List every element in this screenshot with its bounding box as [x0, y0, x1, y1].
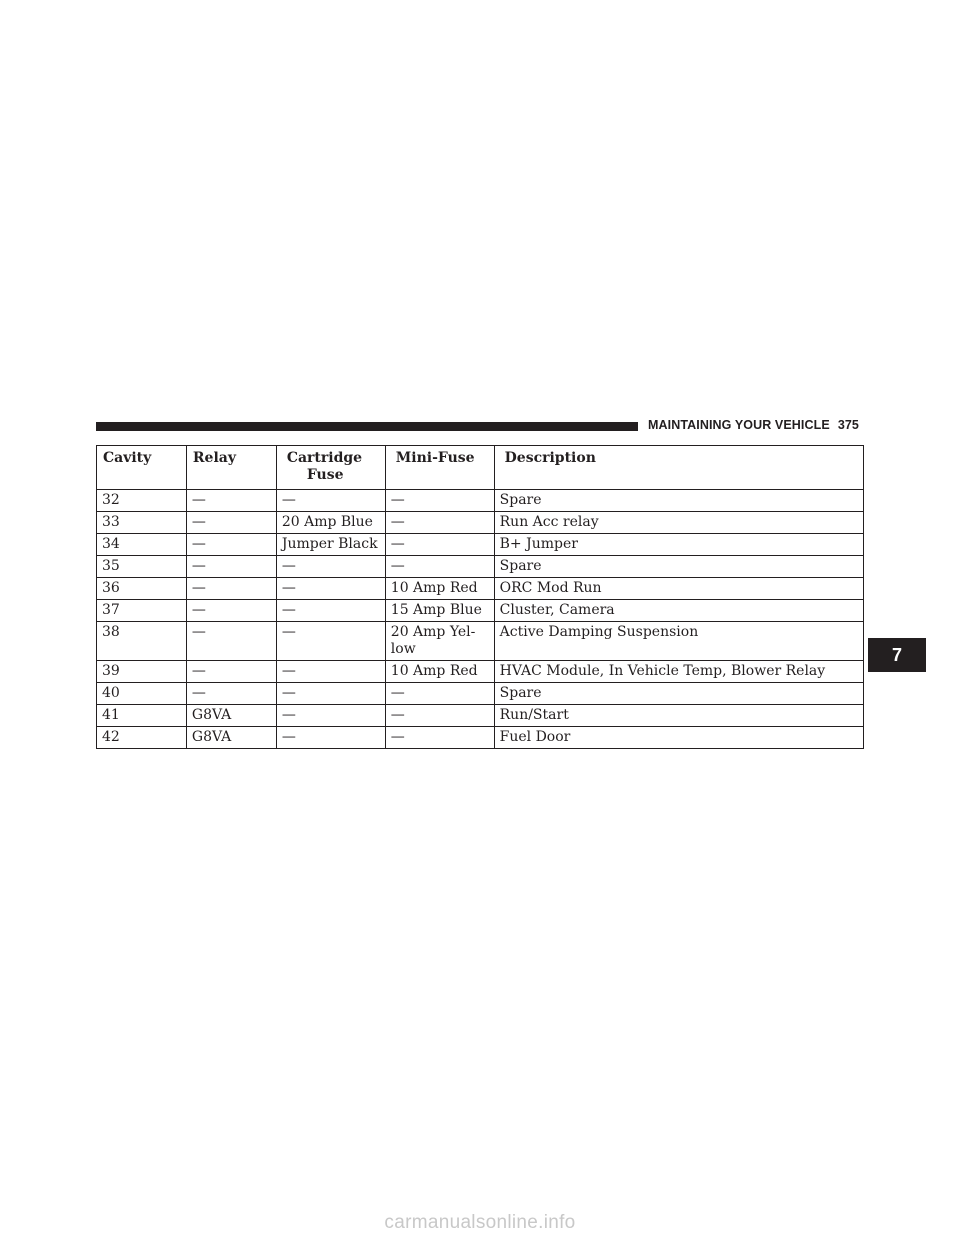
cell-description: ORC Mod Run	[493, 577, 865, 600]
column-header-description: Description	[493, 445, 865, 490]
cell-relay: —	[185, 489, 277, 512]
cell-description: Run/Start	[493, 704, 865, 727]
cell-cavity: 37	[96, 599, 187, 622]
table-row: 35———Spare	[96, 555, 865, 578]
mini-fuse-line1: —	[390, 514, 405, 530]
cell-mini-fuse: —	[384, 489, 495, 512]
cell-mini-fuse: —	[384, 533, 495, 556]
cell-relay: G8VA	[185, 726, 277, 749]
cell-cavity: 38	[96, 621, 187, 661]
cell-cartridge-fuse: 20 Amp Blue	[275, 511, 386, 534]
mini-fuse-line1: —	[390, 707, 405, 723]
cell-relay: —	[185, 533, 277, 556]
cell-cartridge-fuse: —	[275, 599, 386, 622]
table-header-row: Cavity Relay Cartridge Fuse Mini-Fuse De…	[96, 445, 865, 490]
cell-description: Cluster, Camera	[493, 599, 865, 622]
cell-mini-fuse: —	[384, 704, 495, 727]
cell-cartridge-fuse: —	[275, 704, 386, 727]
cell-relay: —	[185, 621, 277, 661]
cell-cavity: 36	[96, 577, 187, 600]
chapter-tab[interactable]: 7	[868, 638, 926, 672]
cell-description: Active Damping Suspension	[493, 621, 865, 661]
table-row: 34—Jumper Black—B+ Jumper	[96, 533, 865, 556]
cell-mini-fuse: 15 Amp Blue	[384, 599, 495, 622]
cell-description: B+ Jumper	[493, 533, 865, 556]
running-header: MAINTAINING YOUR VEHICLE 375	[648, 418, 859, 432]
cell-description: Fuel Door	[493, 726, 865, 749]
cell-description: Spare	[493, 489, 865, 512]
cell-cavity: 40	[96, 682, 187, 705]
mini-fuse-line1: 10 Amp Red	[390, 663, 478, 679]
watermark: carmanualsonline.info	[384, 1212, 576, 1233]
cell-mini-fuse: —	[384, 555, 495, 578]
cell-mini-fuse: —	[384, 511, 495, 534]
cell-relay: —	[185, 577, 277, 600]
mini-fuse-line1: —	[390, 558, 405, 574]
cell-cartridge-fuse: —	[275, 682, 386, 705]
cell-relay: —	[185, 682, 277, 705]
mini-fuse-line1: 10 Amp Red	[390, 580, 478, 596]
fuse-table: Cavity Relay Cartridge Fuse Mini-Fuse De…	[96, 445, 865, 749]
cell-cavity: 32	[96, 489, 187, 512]
cell-cartridge-fuse: —	[275, 577, 386, 600]
table-row: 40———Spare	[96, 682, 865, 705]
cell-description: HVAC Module, In Vehicle Temp, Blower Rel…	[493, 660, 865, 683]
cell-description: Spare	[493, 555, 865, 578]
cell-description: Spare	[493, 682, 865, 705]
table-row: 32———Spare	[96, 489, 865, 512]
cell-cavity: 39	[96, 660, 187, 683]
column-header-mini-fuse: Mini-Fuse	[384, 445, 495, 490]
page-number: 375	[837, 418, 859, 432]
mini-fuse-line1: 15 Amp Blue	[390, 602, 482, 618]
cell-relay: —	[185, 599, 277, 622]
cell-cavity: 33	[96, 511, 187, 534]
cell-mini-fuse: —	[384, 682, 495, 705]
cell-relay: —	[185, 555, 277, 578]
cell-relay: —	[185, 511, 277, 534]
cell-mini-fuse: 10 Amp Red	[384, 577, 495, 600]
cell-cartridge-fuse: —	[275, 489, 386, 512]
cell-cavity: 42	[96, 726, 187, 749]
cell-mini-fuse: 10 Amp Red	[384, 660, 495, 683]
mini-fuse-line1: —	[390, 536, 405, 552]
cell-cartridge-fuse: —	[275, 726, 386, 749]
table-row: 33—20 Amp Blue—Run Acc relay	[96, 511, 865, 534]
mini-fuse-line1: —	[390, 729, 405, 745]
cartridge-header-line2: Fuse	[306, 467, 344, 483]
header-rule	[96, 422, 638, 431]
section-title: MAINTAINING YOUR VEHICLE	[648, 418, 830, 432]
cell-cavity: 35	[96, 555, 187, 578]
cell-cavity: 41	[96, 704, 187, 727]
cell-mini-fuse: —	[384, 726, 495, 749]
cell-mini-fuse: 20 Amp Yel-low	[384, 621, 495, 661]
column-header-relay: Relay	[185, 445, 277, 490]
cell-cavity: 34	[96, 533, 187, 556]
mini-fuse-line2: low	[390, 641, 416, 657]
cell-relay: —	[185, 660, 277, 683]
column-header-cavity: Cavity	[96, 445, 187, 490]
cell-cartridge-fuse: —	[275, 660, 386, 683]
cell-cartridge-fuse: Jumper Black	[275, 533, 386, 556]
cell-cartridge-fuse: —	[275, 621, 386, 661]
mini-fuse-line1: —	[390, 685, 405, 701]
mini-fuse-line1: —	[390, 492, 405, 508]
cell-relay: G8VA	[185, 704, 277, 727]
mini-fuse-line1: 20 Amp Yel-	[390, 624, 476, 640]
column-header-cartridge-fuse: Cartridge Fuse	[275, 445, 386, 490]
cell-cartridge-fuse: —	[275, 555, 386, 578]
cartridge-header-line1: Cartridge	[286, 450, 363, 466]
cell-description: Run Acc relay	[493, 511, 865, 534]
